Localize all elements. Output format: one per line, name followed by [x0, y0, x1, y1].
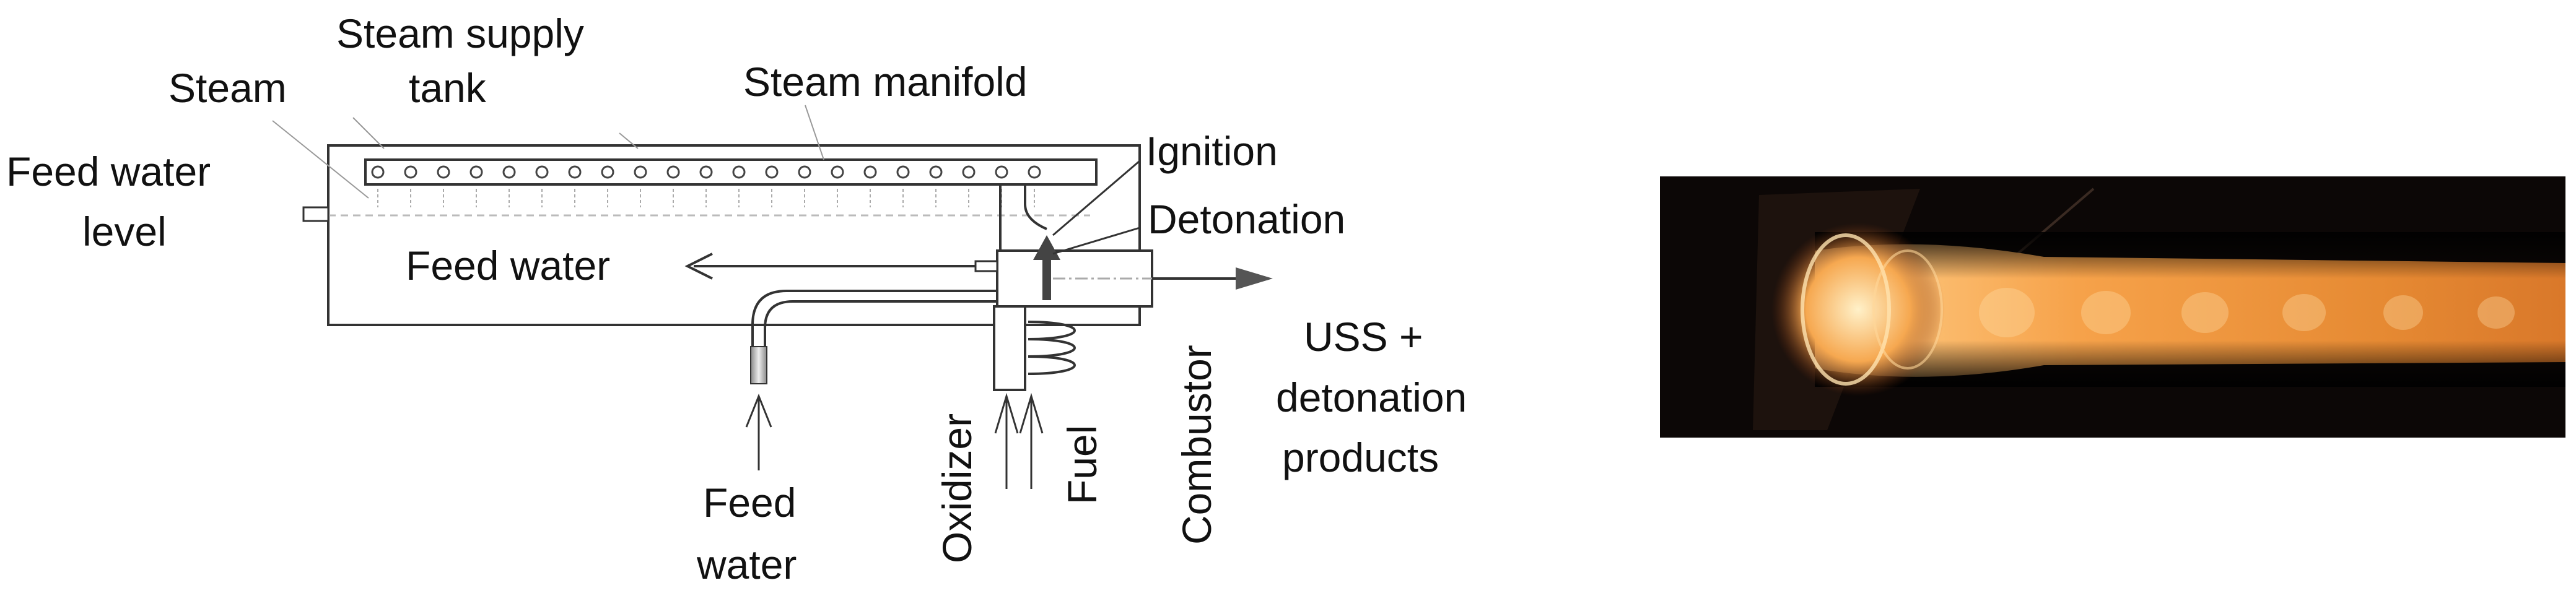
manifold-hole — [437, 165, 450, 179]
label-steam-manifold: Steam manifold — [743, 59, 1028, 105]
fuel-inlet-arrow — [1019, 392, 1044, 489]
manifold-hole — [798, 165, 811, 179]
label-combustor: Combustor — [1174, 345, 1220, 545]
steam-generator-diagram: Steam supply tank Steam Steam manifold F… — [6, 11, 1467, 587]
manifold-hole — [765, 165, 779, 179]
feed-water-inlet-pipe — [750, 290, 997, 384]
manifold-hole — [404, 165, 417, 179]
label-steam-supply-tank-2: tank — [409, 65, 487, 111]
label-oxidizer: Oxidizer — [934, 413, 980, 563]
label-steam: Steam — [168, 65, 287, 111]
oxidizer-inlet-arrow — [994, 392, 1019, 489]
manifold-hole — [732, 165, 746, 179]
manifold-hole — [469, 165, 483, 179]
manifold-hole — [634, 165, 647, 179]
manifold-hole — [995, 165, 1008, 179]
manifold-hole — [502, 165, 516, 179]
label-feed-water-level-1: Feed water — [6, 149, 211, 194]
manifold-hole — [929, 165, 943, 179]
label-ignition: Ignition — [1146, 128, 1278, 174]
manifold-hole — [831, 165, 844, 179]
manifold-hole — [896, 165, 910, 179]
output-arrow — [1152, 267, 1273, 290]
manifold-hole — [535, 165, 549, 179]
label-feed-water-level-2: level — [82, 209, 167, 254]
feed-water-inlet-arrow — [745, 393, 772, 470]
label-feed-water-out: Feed water — [406, 243, 610, 288]
label-steam-supply-tank-1: Steam supply — [336, 11, 584, 56]
combustor — [993, 249, 1153, 391]
manifold-hole — [863, 165, 877, 179]
detonation-exhaust-photo — [1660, 176, 2565, 438]
label-feed-water-in-1: Feed — [703, 480, 796, 525]
label-detonation: Detonation — [1148, 196, 1345, 242]
manifold-hole — [601, 165, 614, 179]
label-output-3: products — [1282, 435, 1439, 480]
manifold-hole — [568, 165, 582, 179]
manifold-hole — [371, 165, 385, 179]
manifold-hole — [1028, 165, 1041, 179]
manifold-hole — [666, 165, 680, 179]
label-output-2: detonation — [1276, 374, 1467, 420]
manifold-hole — [962, 165, 976, 179]
label-fuel: Fuel — [1059, 425, 1105, 504]
label-feed-water-in-2: water — [696, 542, 797, 587]
tank-nozzle — [302, 206, 330, 222]
manifold-hole — [699, 165, 713, 179]
label-output-1: USS + — [1304, 314, 1423, 360]
steam-manifold — [364, 158, 1098, 207]
feed-water-arrow — [684, 253, 998, 280]
